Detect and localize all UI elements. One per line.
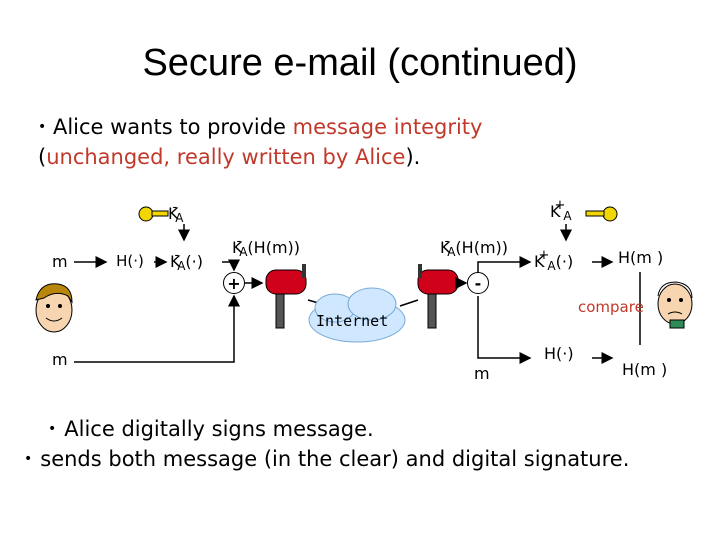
hash-function-right: H(·) [544, 344, 574, 363]
key-right-sup: + [554, 198, 566, 213]
verify-k: K [534, 252, 545, 271]
bullet-marker: • [48, 421, 57, 437]
sig-out-k: K [232, 238, 243, 257]
sig-in-fn: (H(m)) [455, 238, 509, 257]
sig-out-sub: A [239, 245, 248, 259]
key-icon [585, 206, 618, 222]
page-title: Secure e-mail (continued) [142, 42, 578, 84]
label-m: m [52, 252, 68, 271]
bullet-marker: • [38, 119, 47, 135]
private-key-label: K-A [168, 200, 183, 225]
key-left-sup: - [172, 200, 178, 215]
label-m-bottom-left: m [52, 350, 68, 369]
sig-out-sup: - [236, 234, 242, 249]
intro-highlight-integrity: message integrity [292, 115, 483, 139]
summary-line-2: sends both message (in the clear) and di… [40, 447, 630, 471]
hash-result-top: H(m ) [618, 248, 664, 267]
verify-sub: A [547, 259, 556, 273]
verify-fn: (·) [555, 252, 574, 271]
key-icon [138, 206, 169, 222]
sign-sub: A [177, 259, 186, 273]
intro-highlight-unchanged: unchanged, really written by Alice [46, 145, 406, 169]
public-key-label: K+A [550, 198, 572, 223]
compare-label: compare [578, 298, 644, 316]
summary-bullets: • Alice digitally signs message. • sends b… [24, 414, 708, 474]
sign-function: K-A(·) [170, 248, 203, 273]
label-m-bottom-right: m [474, 364, 490, 383]
internet-label: Internet [316, 312, 389, 330]
plus-combiner: + [223, 272, 245, 294]
sign-k: K [170, 252, 181, 271]
verify-sup: + [538, 248, 550, 263]
alice-face-icon [35, 283, 73, 333]
summary-bullet-1: • Alice digitally signs message. [48, 414, 708, 444]
intro-close: ). [405, 145, 421, 169]
signature-in-label: K-A(H(m)) [440, 234, 508, 259]
key-right-sub: A [563, 209, 572, 223]
intro-open: ( [38, 145, 47, 169]
sign-fn: (·) [185, 252, 203, 271]
mailbox-icon [417, 264, 459, 329]
intro-bullet: • Alice wants to provide message integri… [38, 112, 598, 172]
hash-function-left: H(·) [108, 246, 152, 276]
mailbox-icon [265, 264, 307, 329]
sig-in-sub: A [447, 245, 456, 259]
key-right-k: K [550, 202, 561, 221]
bullet-marker: • [24, 451, 33, 467]
sig-in-sup: - [444, 234, 450, 249]
sig-in-k: K [440, 238, 451, 257]
sign-sup: - [174, 248, 180, 263]
signature-out-label: K-A(H(m)) [232, 234, 300, 259]
bob-face-icon [657, 281, 693, 329]
cloud-icon [308, 287, 406, 343]
verify-function: K+A(·) [534, 248, 573, 273]
key-left-k: K [168, 204, 179, 223]
minus-splitter: - [467, 272, 489, 294]
summary-bullet-2: • sends both message (in the clear) and d… [24, 444, 708, 474]
intro-prefix: Alice wants to provide [52, 115, 293, 139]
key-left-sub: A [175, 211, 184, 225]
summary-line-1: Alice digitally signs message. [64, 417, 374, 441]
sig-out-fn: (H(m)) [247, 238, 301, 257]
hash-result-bottom: H(m ) [622, 360, 668, 379]
